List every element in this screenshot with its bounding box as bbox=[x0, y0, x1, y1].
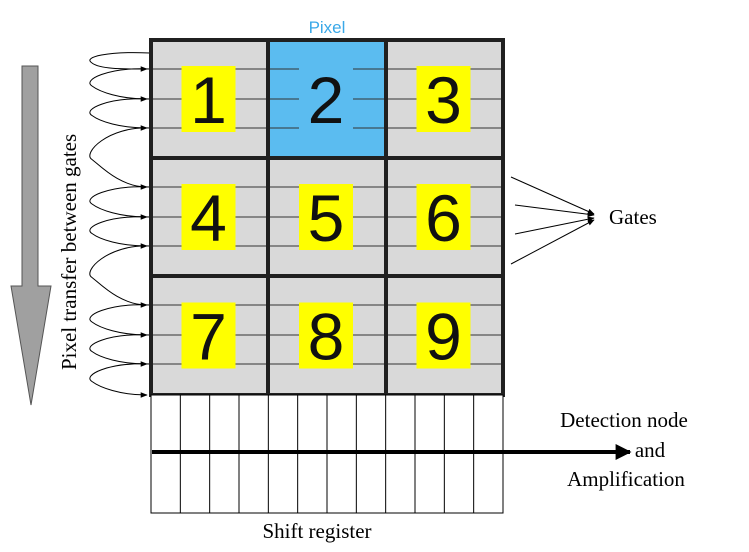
number-box-1 bbox=[181, 66, 236, 132]
shift-register-label: Shift register bbox=[262, 519, 371, 543]
loop-arrow bbox=[89, 52, 151, 72]
pixel-number-9: 9 bbox=[425, 300, 462, 374]
number-box-9 bbox=[416, 302, 471, 369]
detection-label-line2: and bbox=[635, 438, 666, 462]
loop-arrow bbox=[89, 186, 151, 220]
number-box-6 bbox=[416, 184, 471, 250]
transfer-down-arrow bbox=[10, 65, 52, 406]
pixel-label: Pixel bbox=[309, 18, 346, 37]
loop-arrow bbox=[89, 334, 151, 367]
number-box-7 bbox=[181, 302, 236, 369]
loop-arrow bbox=[89, 98, 151, 131]
detection-label-line1: Detection node bbox=[560, 408, 688, 432]
gates-label: Gates bbox=[609, 205, 657, 229]
number-box-5 bbox=[299, 184, 353, 250]
number-box-8 bbox=[299, 302, 353, 369]
loop-arrow bbox=[89, 245, 151, 308]
pixel-number-1: 1 bbox=[190, 63, 227, 137]
grid-borders bbox=[149, 38, 505, 397]
gates-arrows bbox=[510, 176, 595, 265]
loop-arrow bbox=[89, 216, 151, 249]
detection-label-line3: Amplification bbox=[567, 467, 685, 491]
pixel-number-7: 7 bbox=[190, 300, 227, 374]
loop-arrow bbox=[89, 304, 151, 338]
gate-loop-arrows bbox=[89, 52, 151, 398]
pixel-numbers: 1 2 3 4 5 6 7 8 9 bbox=[181, 63, 471, 374]
pixel-number-4: 4 bbox=[190, 181, 227, 255]
loop-arrow bbox=[89, 363, 151, 398]
number-box-2 bbox=[299, 66, 353, 132]
transfer-label: Pixel transfer between gates bbox=[57, 134, 81, 370]
pixel-number-8: 8 bbox=[308, 300, 345, 374]
number-box-3 bbox=[416, 66, 471, 132]
pixel-number-2: 2 bbox=[308, 63, 345, 137]
pixel-number-5: 5 bbox=[308, 181, 345, 255]
loop-arrow bbox=[89, 68, 151, 102]
pixel-number-6: 6 bbox=[425, 181, 462, 255]
loop-arrow bbox=[89, 127, 151, 190]
number-box-4 bbox=[181, 184, 236, 250]
pixel-number-3: 3 bbox=[425, 63, 462, 137]
